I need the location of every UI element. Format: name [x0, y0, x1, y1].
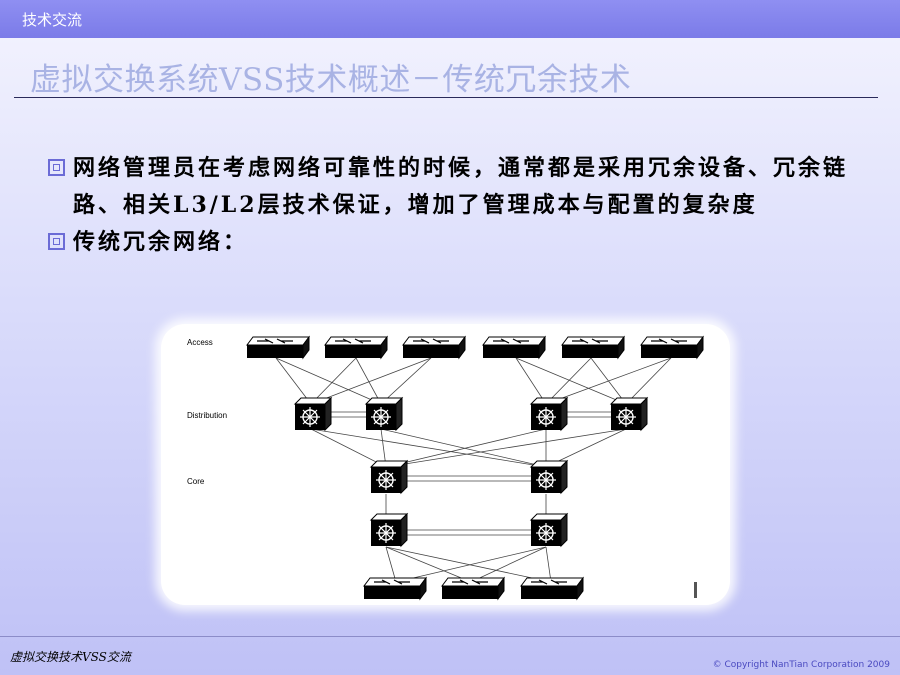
copyright-text: © Copyright NanTian Corporation 2009 [712, 660, 890, 670]
core-layer-label: Core [187, 477, 205, 486]
footer-divider [0, 636, 900, 637]
distribution-layer-label: Distribution [187, 411, 227, 420]
access-switch-icon [640, 336, 704, 359]
access-switch-icon [402, 336, 466, 359]
access-switch-icon [520, 577, 584, 600]
access-layer-label: Access [187, 338, 213, 347]
bullet-item: 传统冗余网络： [48, 224, 848, 261]
bullet-square-icon [48, 159, 65, 176]
access-switch-icon [246, 336, 310, 359]
access-distribution-links [275, 357, 672, 405]
access-switch-icon [482, 336, 546, 359]
bullet-list: 网络管理员在考虑网络可靠性的时候，通常都是采用冗余设备、冗余链路、相关L3/L2… [48, 150, 848, 261]
network-diagram: Access Distribution Core [161, 324, 730, 605]
distribution-core-links [310, 428, 627, 468]
bullet-item: 网络管理员在考虑网络可靠性的时候，通常都是采用冗余设备、冗余链路、相关L3/L2… [48, 150, 848, 224]
bullet-text: 网络管理员在考虑网络可靠性的时候，通常都是采用冗余设备、冗余链路、相关L3/L2… [73, 155, 849, 218]
top-bar: 技术交流 [0, 0, 900, 38]
distribution-switch-icon [365, 397, 403, 431]
network-diagram-svg: Access Distribution Core [187, 336, 704, 600]
figure-id-mark [694, 582, 697, 598]
access-switch-icon [561, 336, 625, 359]
bullet-text: 传统冗余网络： [73, 229, 249, 255]
distribution-switch-icon [610, 397, 648, 431]
access-switch-icon [324, 336, 388, 359]
bullet-square-icon [48, 233, 65, 250]
core-switch-icon [370, 460, 408, 494]
distribution-switch-icon [530, 397, 568, 431]
footer-title: 虚拟交换技术VSS交流 [10, 650, 131, 664]
access-switch-icon [441, 577, 505, 600]
core-switch-icon [530, 460, 568, 494]
distribution-switch-icon [294, 397, 332, 431]
peer-links [326, 411, 611, 536]
title-divider [14, 97, 878, 98]
access-switch-icon [363, 577, 427, 600]
slide-title: 虚拟交换系统VSS技术概述－传统冗余技术 [30, 62, 632, 98]
core-switch-icon [530, 513, 568, 547]
section-label: 技术交流 [22, 11, 83, 29]
core-lower-links [385, 494, 547, 520]
core-switch-icon [370, 513, 408, 547]
bottom-access-links [385, 546, 552, 583]
